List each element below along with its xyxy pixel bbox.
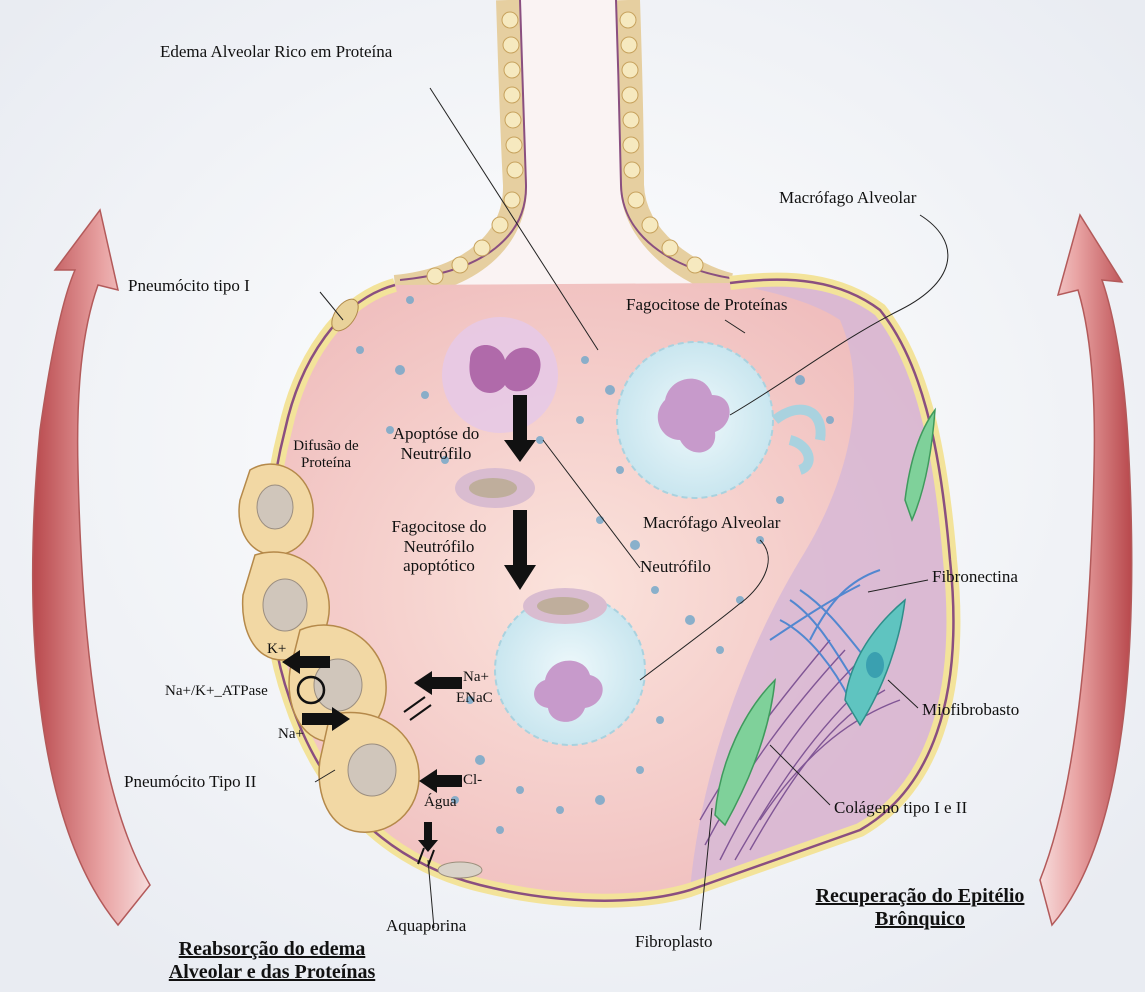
phago-neutrophil-label: Fagocitose do Neutrófilo apoptótico bbox=[378, 517, 500, 576]
k-plus-label: K+ bbox=[267, 641, 286, 658]
neutrophil-label: Neutrófilo bbox=[640, 557, 711, 577]
apoptosis-label: Apoptóse do Neutrófilo bbox=[377, 424, 495, 463]
water-label: Água bbox=[424, 794, 457, 811]
diffusion-line2: Proteína bbox=[282, 455, 370, 472]
enac-label: ENaC bbox=[456, 690, 493, 707]
pneumocyte-two-label: Pneumócito Tipo II bbox=[124, 772, 256, 792]
reabsorption-line2: Alveolar e das Proteínas bbox=[122, 961, 422, 984]
recovery-line1: Recuperação do Epitélio bbox=[770, 885, 1070, 908]
atpase-label: Na+/K+_ATPase bbox=[165, 683, 268, 700]
collagen-label: Colágeno tipo I e II bbox=[834, 798, 967, 818]
apoptotic-neutrophil bbox=[455, 468, 535, 508]
myofibroblast-label: Miofibrobasto bbox=[922, 700, 1019, 720]
recovery-line2: Brônquico bbox=[770, 908, 1070, 931]
phago-neutro-line2: Neutrófilo bbox=[378, 537, 500, 557]
phago-proteins-label: Fagocitose de Proteínas bbox=[626, 295, 787, 315]
diffusion-label: Difusão de Proteína bbox=[282, 438, 370, 473]
recovery-title: Recuperação do Epitélio Brônquico bbox=[770, 885, 1070, 931]
aquaporin-label: Aquaporina bbox=[386, 916, 466, 936]
chloride-label: Cl- bbox=[463, 772, 482, 789]
apoptosis-line2: Neutrófilo bbox=[377, 444, 495, 464]
macrophage-top-label: Macrófago Alveolar bbox=[779, 188, 916, 208]
macrophage-mid-label: Macrófago Alveolar bbox=[643, 513, 780, 533]
na-plus-right-label: Na+ bbox=[463, 669, 489, 686]
reabsorption-line1: Reabsorção do edema bbox=[122, 938, 422, 961]
phago-neutro-line1: Fagocitose do bbox=[378, 517, 500, 537]
apoptosis-line1: Apoptóse do bbox=[377, 424, 495, 444]
na-plus-left-label: Na+ bbox=[278, 726, 304, 743]
neutrophil bbox=[442, 317, 558, 433]
bottom-pneumocyte bbox=[438, 862, 482, 878]
edema-label: Edema Alveolar Rico em Proteína bbox=[160, 42, 392, 62]
fibroblast-label: Fibroplasto bbox=[635, 932, 712, 952]
diffusion-line1: Difusão de bbox=[282, 438, 370, 455]
phago-neutro-line3: apoptótico bbox=[378, 556, 500, 576]
reabsorption-title: Reabsorção do edema Alveolar e das Prote… bbox=[122, 938, 422, 984]
pneumocyte-one-label: Pneumócito tipo I bbox=[128, 276, 250, 296]
fibronectin-label: Fibronectina bbox=[932, 567, 1018, 587]
